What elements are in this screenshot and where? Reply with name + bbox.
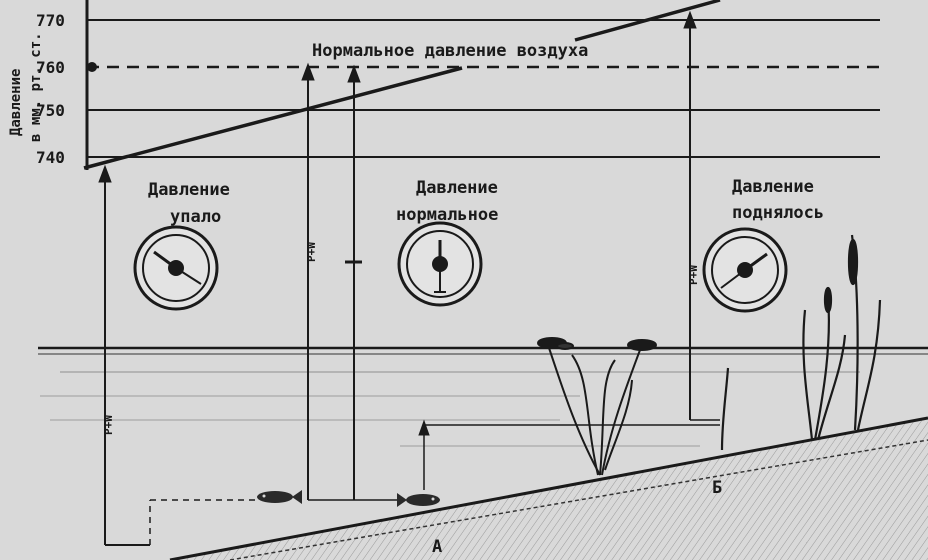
arrow-small-b-head: [418, 419, 430, 436]
gauge-fallen-caption-2: упало: [170, 207, 221, 227]
gauge-risen-caption-1: Давление: [732, 177, 814, 197]
gauge-normal-hub: [432, 256, 448, 272]
normal-pressure-dot: [87, 62, 97, 72]
pressure-scale: 770 760 750 740 Давление в мм. рт. ст. Н…: [8, 0, 880, 170]
axis-title-line1: Давление: [8, 69, 24, 136]
seabed: [169, 416, 928, 560]
point-a-label: А: [432, 537, 442, 557]
gauge-fallen-caption-1: Давление: [148, 180, 230, 200]
axis-title-line2: в мм. рт. ст.: [28, 32, 44, 142]
gauge-fallen: [133, 225, 219, 311]
arrow-normal-head: [347, 64, 361, 83]
tick-740: 740: [36, 148, 65, 167]
arrow-risen-head: [683, 10, 697, 29]
tick-770: 770: [36, 11, 65, 30]
gauge-risen-caption-2: поднялось: [732, 203, 824, 223]
seabed-edge-lower: [229, 439, 928, 560]
tick-760: 760: [36, 58, 65, 77]
point-b-label: Б: [712, 478, 722, 498]
gauge-risen: [702, 227, 788, 313]
gauge-fallen-hub: [168, 260, 184, 276]
pressure-trend-line-upper: [574, 0, 721, 42]
pressure-trend-line: [83, 66, 463, 170]
arrow-fallen-head: [98, 164, 112, 183]
water-plant-icon: [537, 337, 657, 476]
normal-pressure-label: Нормальное давление воздуха: [312, 41, 588, 61]
gauge-risen-hub: [737, 262, 753, 278]
depth-mark-middle: P+W: [305, 242, 318, 262]
depth-arrows: [98, 10, 720, 546]
gauge-normal-caption-2: нормальное: [396, 205, 498, 225]
fish-icon: [257, 490, 302, 504]
gauge-normal-caption-1: Давление: [416, 178, 498, 198]
arrow-middle-solid-head: [301, 62, 315, 81]
depth-mark-left: P+W: [102, 415, 115, 435]
tick-750: 750: [36, 101, 65, 120]
seabed-edge: [169, 416, 928, 560]
fish-icon: [397, 493, 440, 507]
depth-mark-right: P+W: [687, 265, 700, 285]
reed-plant-icon: [720, 234, 882, 451]
gauge-normal: [397, 221, 483, 307]
water-surface: [38, 346, 928, 447]
